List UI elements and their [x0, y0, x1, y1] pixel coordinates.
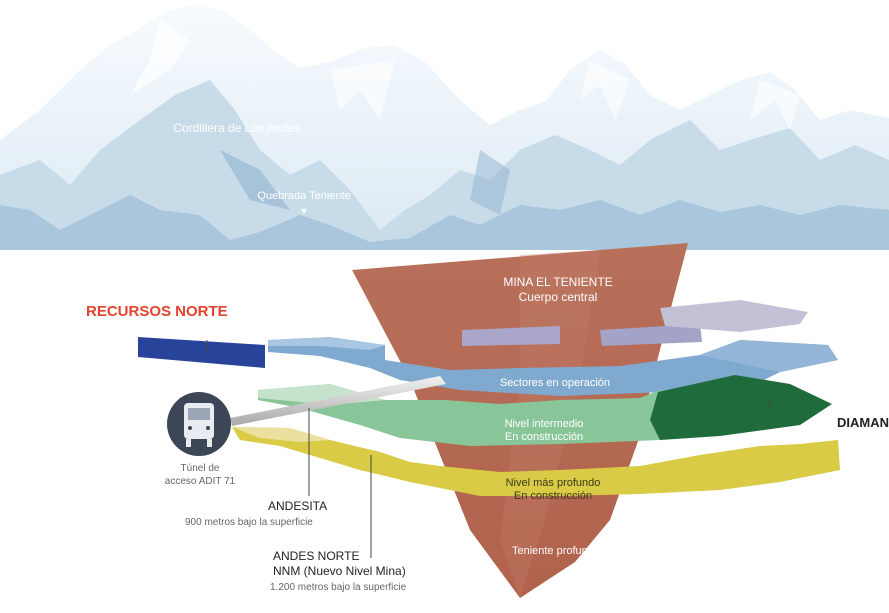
triangle-down-icon: ▼	[299, 206, 309, 216]
truck-icon	[167, 392, 231, 456]
quebrada-label: Quebrada Teniente	[257, 190, 351, 202]
mountain-range	[0, 4, 889, 250]
mina-title-label: MINA EL TENIENTE	[503, 275, 613, 289]
recursos-norte-label: RECURSOS NORTE	[86, 303, 228, 320]
sectores-plate	[268, 337, 838, 396]
andesita-sub-label: 900 metros bajo la superficie	[185, 517, 313, 528]
intermedio-label-1: Nivel intermedio	[504, 418, 584, 430]
profundo-label-2: En construcción	[513, 490, 593, 502]
profundo-plate	[232, 427, 840, 496]
cordillera-label: Cordillera de Los Andes	[173, 121, 301, 135]
diamante-plate	[650, 375, 832, 440]
leader-lines	[206, 340, 771, 558]
recursos-norte-block	[138, 337, 265, 368]
mina-sub-label: Cuerpo central	[518, 290, 598, 304]
upper-plates	[462, 300, 808, 346]
andes-norte-sub-label: 1.200 metros bajo la superficie	[270, 582, 407, 593]
intermedio-label-2: En construcción	[504, 431, 584, 443]
andesita-label: ANDESITA	[268, 499, 328, 513]
profundo-label-1: Nivel más profundo	[505, 477, 601, 489]
diamante-label: DIAMANTE	[837, 415, 889, 430]
tunel-label-1: Túnel de	[180, 463, 220, 474]
sectores-label: Sectores en operación	[499, 377, 611, 389]
tunel-label-2: acceso ADIT 71	[164, 476, 236, 487]
andes-norte-label-1: ANDES NORTE	[273, 549, 360, 563]
teniente-profundo-label: Teniente profundo	[511, 545, 601, 557]
andes-norte-label-2: NNM (Nuevo Nivel Mina)	[273, 564, 406, 578]
tunnel	[230, 376, 446, 426]
